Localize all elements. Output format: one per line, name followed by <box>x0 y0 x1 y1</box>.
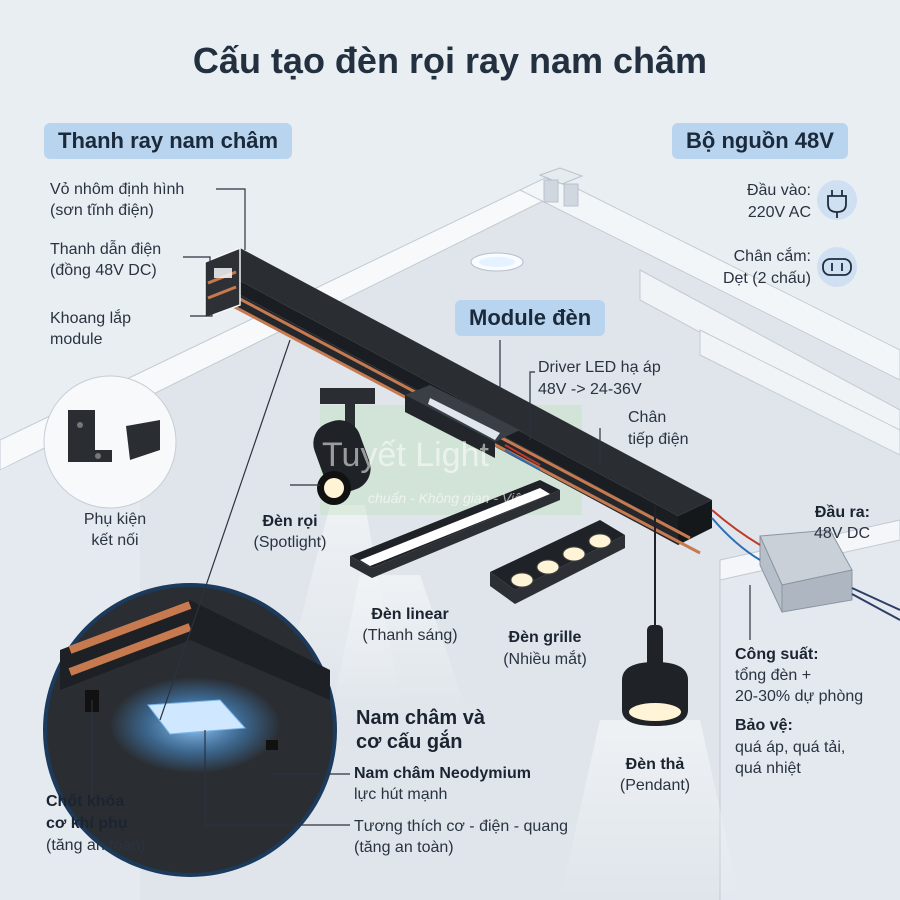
grille-sub: (Nhiều mắt) <box>503 651 587 668</box>
pendant-title: Đèn thả <box>625 756 685 773</box>
protect-title: Bảo vệ: <box>735 717 793 734</box>
ac-plug-icon <box>817 180 857 220</box>
accessory-sub: kết nối <box>91 532 139 549</box>
watermark-brand: Tuyết Light <box>322 436 489 474</box>
accessory-inset <box>43 375 177 509</box>
cavity-label: Khoang lắp <box>50 310 131 327</box>
magnet-detail-inset <box>43 583 337 877</box>
power-title: Công suất: <box>735 646 819 663</box>
spotlight-title: Đèn rọi <box>262 513 318 530</box>
linear-light <box>350 480 560 578</box>
pendant-sub: (Pendant) <box>619 777 691 794</box>
linear-title: Đèn linear <box>371 606 449 623</box>
magnet-section-title-1: Nam châm và <box>356 707 485 729</box>
accessory-label: Phụ kiện <box>83 511 147 528</box>
output-title: Đầu ra: <box>814 504 870 521</box>
conductor-sub: (đồng 48V DC) <box>50 262 157 279</box>
power-line-2: 20-30% dự phòng <box>735 688 864 705</box>
output-value: 48V DC <box>813 525 870 542</box>
input-label: Đầu vào: <box>746 182 811 199</box>
grille-title: Đèn grille <box>508 629 582 646</box>
neodymium-sub: lực hút mạnh <box>354 786 448 803</box>
power-line-1: tổng đèn + <box>735 667 812 684</box>
lock-sub: (tăng an toàn) <box>46 837 146 854</box>
driver-label: Driver LED hạ áp <box>538 359 661 376</box>
spotlight-sub: (Spotlight) <box>253 534 327 551</box>
conductor-label: Thanh dẫn điện <box>50 241 162 258</box>
protect-line-2: quá nhiệt <box>735 760 801 777</box>
driver-sub: 48V -> 24-36V <box>538 381 642 398</box>
lock-title-1: Chốt khóa <box>46 793 125 810</box>
rail-section-label: Thanh ray nam châm <box>44 123 293 159</box>
power-supply <box>711 509 900 621</box>
psu-section-label: Bộ nguồn 48V <box>672 123 848 159</box>
compat-label: Tương thích cơ - điện - quang <box>354 818 569 835</box>
profile-sub: (sơn tĩnh điện) <box>50 202 154 219</box>
cavity-sub: module <box>50 331 103 348</box>
watermark-slogan: chuẩn - Không gian - Việt <box>368 490 526 506</box>
plug-label: Chân cắm: <box>733 248 811 265</box>
grille-light <box>490 520 625 604</box>
contact-label: Chân <box>628 409 667 426</box>
plug-value: Dẹt (2 chấu) <box>722 270 811 287</box>
flat-plug-icon <box>817 247 857 287</box>
profile-label: Vỏ nhôm định hình <box>50 181 185 198</box>
lock-title-2: cơ khí phụ <box>46 815 128 832</box>
input-value: 220V AC <box>747 204 811 221</box>
page-title: Cấu tạo đèn rọi ray nam châm <box>192 40 708 81</box>
driver-module <box>405 385 541 471</box>
magnet-section-title-2: cơ cấu gắn <box>356 731 463 753</box>
module-section-label: Module đèn <box>455 300 606 336</box>
linear-sub: (Thanh sáng) <box>362 627 458 644</box>
protect-line-1: quá áp, quá tải, <box>735 739 846 756</box>
leader-lines <box>91 188 751 826</box>
compat-sub: (tăng an toàn) <box>354 839 454 856</box>
pendant-light <box>622 505 688 726</box>
spotlight-fixture <box>313 388 375 505</box>
contact-sub: tiếp điện <box>628 431 689 448</box>
neodymium-title: Nam châm Neodymium <box>354 765 531 782</box>
